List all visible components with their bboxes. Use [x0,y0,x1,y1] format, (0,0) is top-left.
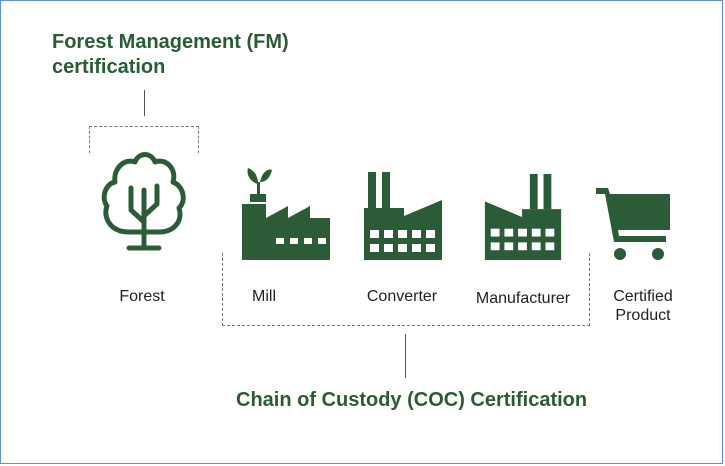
fm-certification-title: Forest Management (FM) certification [52,31,289,78]
coc-bracket [222,253,590,326]
stage-label-forest: Forest [119,288,165,305]
coc-connector-line [405,334,406,378]
manufacturer-factory-icon [484,173,562,260]
mill-icon [242,168,330,260]
stage-label-certified-product: Certified Product [613,288,673,325]
converter-factory-icon [364,172,442,260]
stage-label-manufacturer: Manufacturer [475,290,571,307]
coc-certification-title: Chain of Custody (COC) Certification [236,389,588,411]
fm-bracket [89,126,199,153]
shopping-cart-icon [596,188,670,260]
fm-connector-line [144,90,145,116]
stage-label-converter: Converter [366,288,438,305]
tree-icon [101,152,186,251]
stage-label-mill: Mill [252,288,276,305]
